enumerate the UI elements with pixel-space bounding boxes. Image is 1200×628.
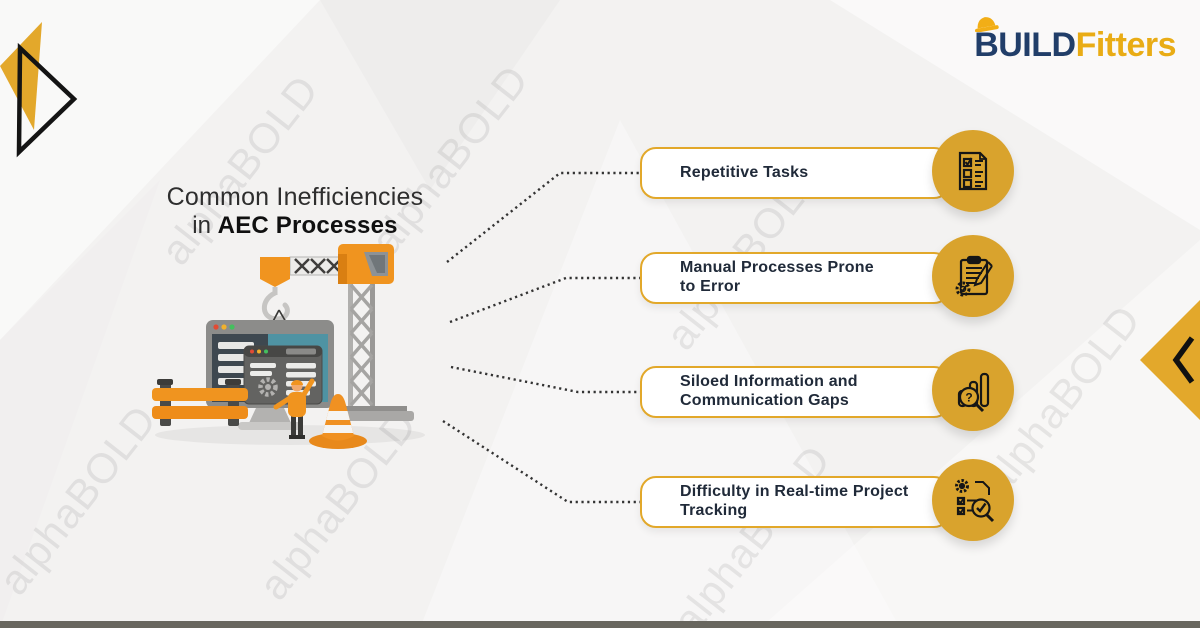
item-label: Difficulty in Real-time Project Tracking (680, 483, 909, 519)
svg-text:?: ? (965, 391, 972, 405)
construction-worker (273, 378, 315, 439)
item-label: Manual Processes Prone to Error (680, 259, 874, 295)
item-icon-badge (932, 235, 1014, 317)
hard-hat-icon (975, 17, 999, 32)
item-pill: Repetitive Tasks (640, 147, 950, 199)
checklist-document-icon (958, 151, 988, 191)
item-pill: Siloed Information and Communication Gap… (640, 366, 950, 418)
crane-tower (336, 282, 414, 421)
item-label: Siloed Information and Communication Gap… (680, 373, 858, 409)
browser-window (243, 345, 323, 405)
inefficiency-item-4: Difficulty in Real-time Project Tracking (640, 459, 1030, 541)
corner-triangles-decoration (0, 22, 78, 158)
title-line2-prefix: in (192, 211, 218, 239)
inefficiency-item-1: Repetitive Tasks (640, 130, 1030, 212)
title-line2-bold: AEC Processes (217, 211, 398, 239)
item-pill: Manual Processes Prone to Error (640, 252, 950, 304)
chart-magnifier-question-icon: ? (957, 372, 990, 413)
bottom-bar (0, 621, 1200, 628)
construction-crane-illustration (152, 244, 425, 449)
crane-cab (260, 244, 394, 287)
project-tracking-icon (955, 479, 995, 523)
item-icon-badge (932, 459, 1014, 541)
item-icon-badge (932, 130, 1014, 212)
logo-text-fitters: Fitters (1075, 26, 1177, 64)
connector-3 (450, 365, 646, 394)
edge-diamond-decoration (1140, 300, 1200, 420)
barrier (152, 379, 248, 426)
item-icon-badge: ? (932, 349, 1014, 431)
item-label: Repetitive Tasks (680, 163, 809, 181)
page-title: Common Inefficiencies in AEC Processes (140, 183, 450, 241)
inefficiency-item-2: Manual Processes Prone to Error (640, 235, 1030, 317)
title-line2: in AEC Processes (140, 212, 450, 241)
logo-text-build: BUILD (974, 26, 1076, 64)
traffic-cone (309, 394, 367, 449)
connector-2 (449, 276, 646, 324)
connector-1 (446, 171, 646, 263)
item-pill: Difficulty in Real-time Project Tracking (640, 476, 950, 528)
inefficiency-item-3: Siloed Information and Communication Gap… (640, 349, 1030, 431)
title-line1: Common Inefficiencies (166, 183, 424, 211)
clipboard-pencil-gear-icon (955, 255, 993, 297)
